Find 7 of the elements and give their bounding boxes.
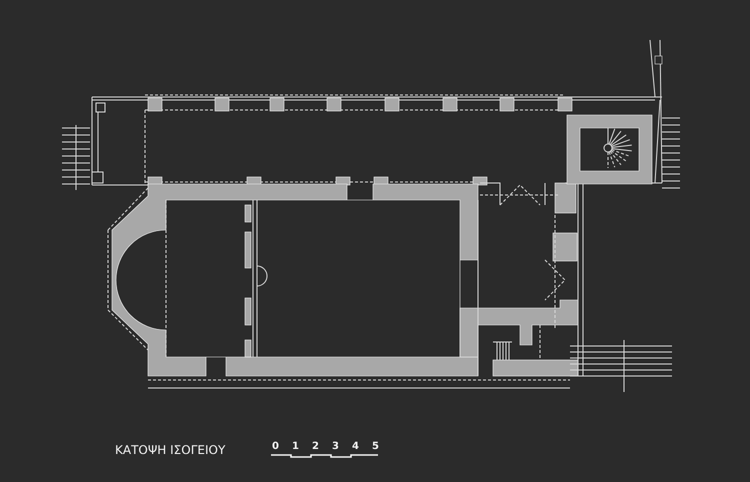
plan-title: ΚΑΤΟΨΗ ΙΣΟΓΕΙΟΥ [115, 443, 226, 457]
scale-label: 3 [332, 441, 339, 452]
scale-label: 5 [372, 441, 379, 452]
scale-label: 1 [292, 441, 299, 452]
scale-label: 4 [352, 441, 359, 452]
scale-label: 0 [272, 441, 279, 452]
scale-label: 2 [312, 441, 319, 452]
